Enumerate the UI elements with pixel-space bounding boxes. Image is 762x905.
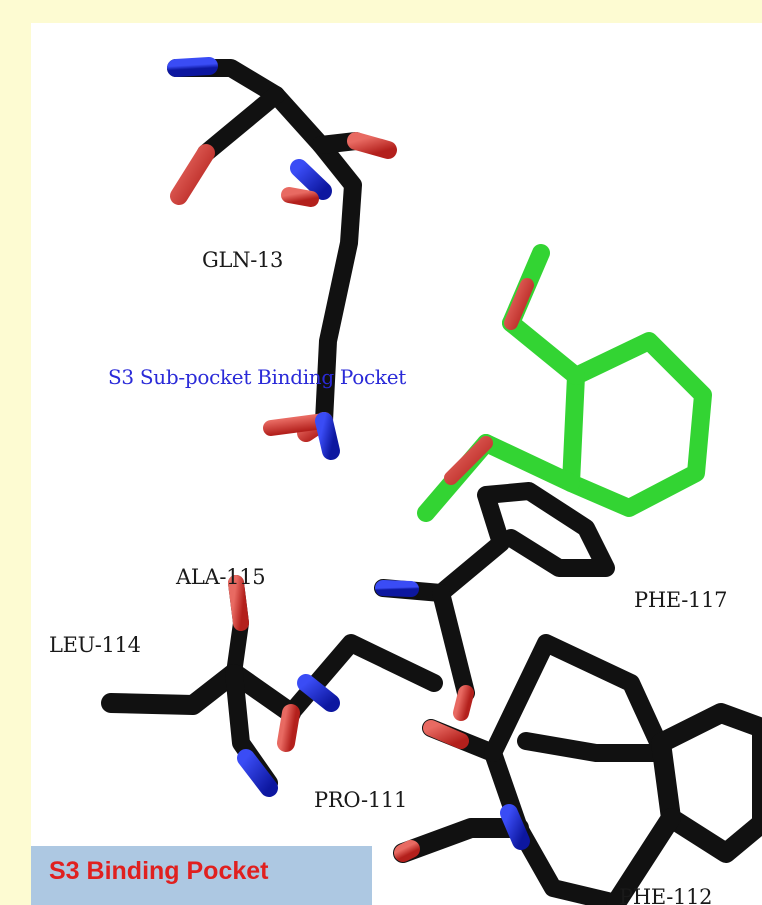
protein-structure-render bbox=[101, 57, 762, 905]
residue-phe117 bbox=[374, 482, 615, 721]
label-pro111: PRO-111 bbox=[314, 788, 408, 812]
label-ala115: ALA-115 bbox=[176, 565, 266, 589]
label-phe112: PHE-112 bbox=[619, 885, 713, 905]
residue-pro111-phe112 bbox=[393, 634, 762, 905]
label-gln13: GLN-13 bbox=[202, 248, 284, 272]
label-s3-subpocket: S3 Sub-pocket Binding Pocket bbox=[108, 365, 407, 389]
molecular-view: GLN-13 S3 Sub-pocket Binding Pocket ALA-… bbox=[31, 23, 762, 905]
label-phe117: PHE-117 bbox=[634, 588, 728, 612]
ligand bbox=[417, 244, 712, 522]
caption-box: S3 Binding Pocket bbox=[31, 846, 372, 905]
residue-gln13 bbox=[167, 57, 397, 460]
caption-title: S3 Binding Pocket bbox=[49, 857, 269, 885]
label-leu114: LEU-114 bbox=[49, 633, 141, 657]
residue-ala115-leu114 bbox=[101, 575, 443, 797]
